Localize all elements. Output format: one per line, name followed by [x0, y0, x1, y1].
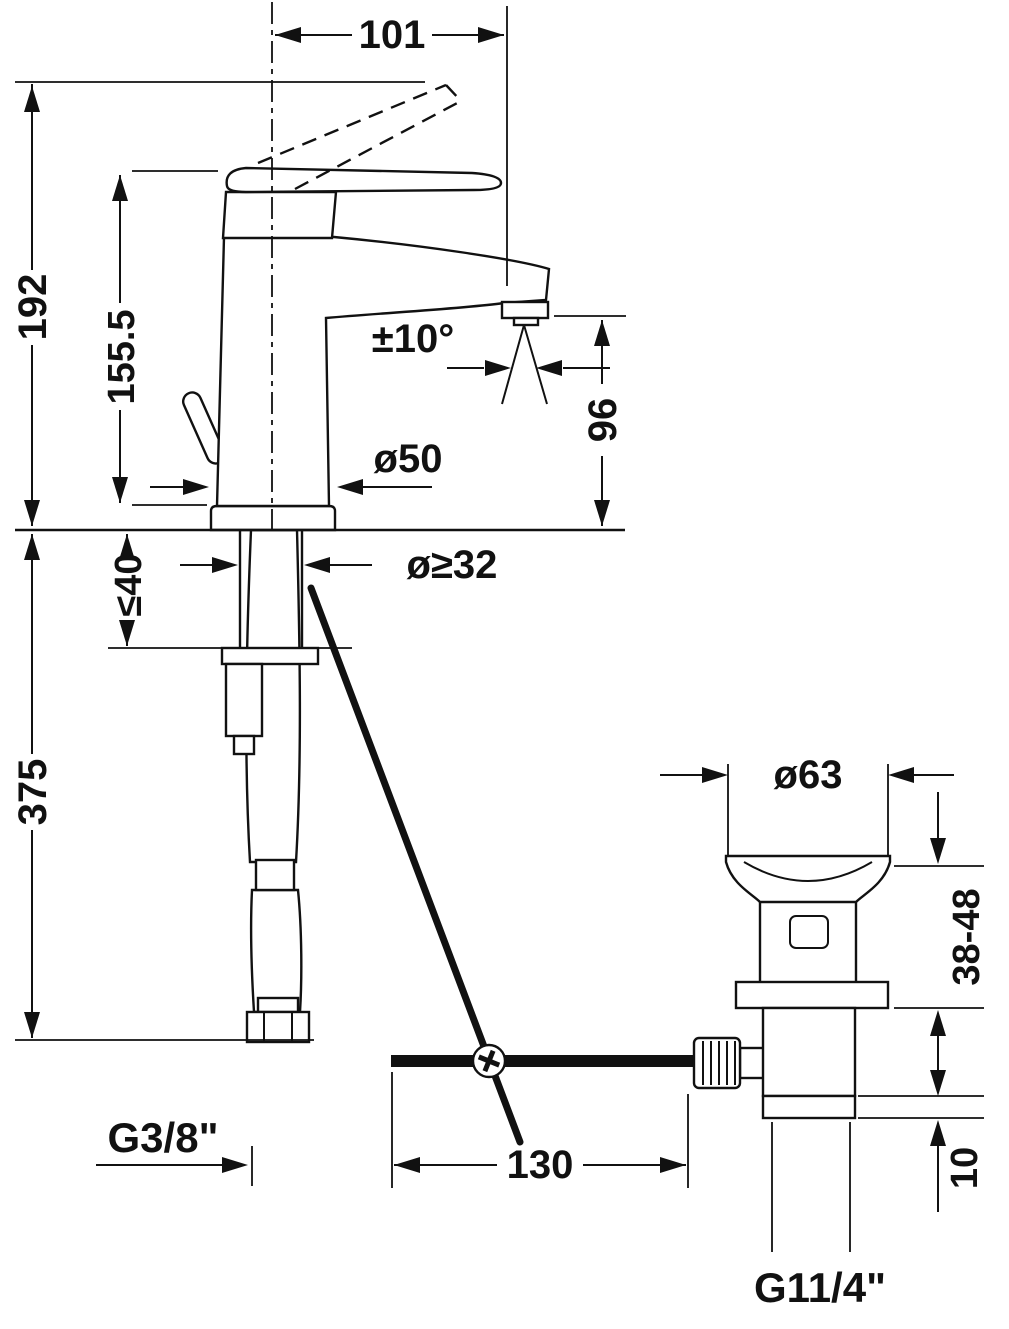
waste-gasket — [761, 1094, 857, 1120]
mounting-washer — [220, 646, 320, 666]
dimension-lines — [15, 6, 984, 1252]
waste-lever-knurled-nut — [692, 1036, 766, 1090]
dim-clamping-range-label: 38-48 — [946, 888, 988, 985]
dim-body-height-label: 155.5 — [101, 309, 143, 404]
cartridge-housing — [221, 190, 338, 240]
waste-flange-funnel — [724, 854, 892, 904]
dim-swivel-angle-label: ±10° — [372, 317, 454, 361]
water-stream-angle-lines — [501, 324, 548, 405]
hose-connection-nut — [245, 996, 311, 1044]
dim-waste-thread-label: G11/4" — [754, 1264, 886, 1311]
dimension-labels: 101 192 155.5 ±10° 96 ø50 ≤40 ø≥32 375 ø… — [11, 13, 988, 1311]
dim-spout-reach-label: 101 — [359, 13, 426, 57]
faucet-body-outline — [182, 2, 551, 532]
dim-rod-offset-label: 130 — [507, 1143, 574, 1187]
waste-lower-flange — [734, 980, 890, 1010]
mounting-shank — [220, 530, 320, 756]
hose-nipple — [224, 662, 264, 738]
supply-hose-braided — [245, 528, 303, 1014]
dim-outlet-height-label: 96 — [581, 398, 625, 443]
hose-inner-tube-segment — [254, 858, 296, 892]
dim-deck-thickness-label: ≤40 — [108, 553, 150, 616]
dim-overall-height-label: 192 — [11, 274, 55, 341]
dim-base-diameter-label: ø50 — [374, 437, 443, 481]
overflow-slot — [789, 915, 829, 949]
lever-raised-position-dashed — [257, 83, 462, 191]
pop-up-waste-assembly — [471, 854, 892, 1120]
dim-supply-thread-label: G3/8" — [108, 1114, 219, 1161]
dim-hose-length-label: 375 — [11, 759, 55, 826]
lever-handle — [225, 166, 503, 194]
dim-hole-diameter-label: ø≥32 — [407, 543, 498, 587]
horizontal-linkage-rod — [391, 1055, 695, 1067]
waste-tailpiece — [761, 1006, 857, 1098]
aerator-outlet — [500, 300, 550, 320]
dim-gasket-height-label: 10 — [944, 1147, 986, 1189]
faucet-base-plate — [209, 504, 337, 532]
dim-waste-flange-diameter-label: ø63 — [774, 753, 843, 797]
